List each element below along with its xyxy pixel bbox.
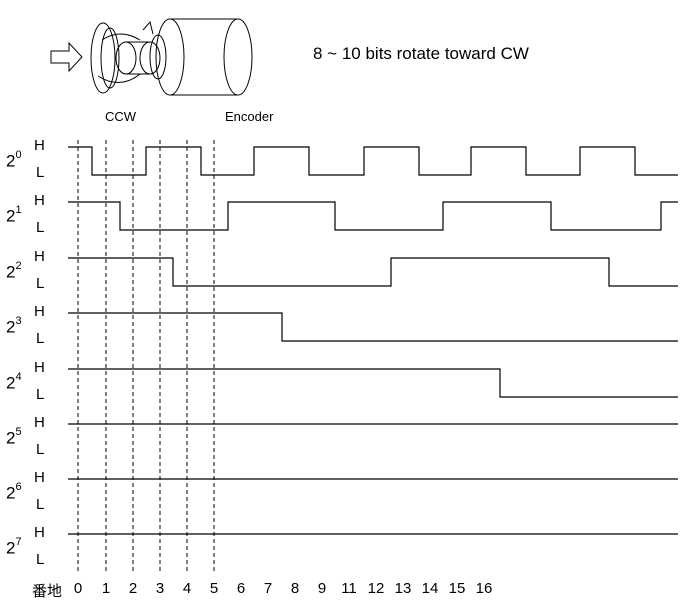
- address-number: 12: [367, 580, 385, 597]
- waveforms: [68, 146, 678, 535]
- level-low-label: L: [36, 164, 45, 181]
- level-high-label: H: [34, 303, 45, 320]
- bit-waveform: [68, 146, 678, 176]
- ccw-label: CCW: [105, 109, 137, 124]
- address-number: 11: [341, 580, 357, 597]
- address-number: 1: [101, 580, 111, 597]
- bit-waveform: [68, 368, 678, 398]
- address-guides: [77, 140, 215, 572]
- encoder-illustration: [50, 18, 253, 96]
- level-low-label: L: [36, 441, 45, 458]
- level-high-label: H: [34, 248, 45, 265]
- bit-weight-label: 25: [6, 426, 22, 448]
- bit-waveform: [68, 201, 678, 231]
- bit-weight-label: 27: [6, 536, 22, 558]
- bit-weight-label: 21: [6, 204, 22, 226]
- level-low-label: L: [36, 551, 45, 568]
- address-number: 8: [290, 580, 300, 597]
- bit-weight-label: 24: [6, 371, 22, 393]
- rotation-caption: 8 ~ 10 bits rotate toward CW: [313, 44, 529, 63]
- level-high-label: H: [34, 359, 45, 376]
- level-high-label: H: [34, 414, 45, 431]
- bit-waveform: [68, 257, 678, 287]
- address-number: 5: [209, 580, 219, 597]
- level-low-label: L: [36, 386, 45, 403]
- address-number: 9: [317, 580, 327, 597]
- address-number: 2: [128, 580, 138, 597]
- level-low-label: L: [36, 496, 45, 513]
- address-number: 14: [421, 580, 439, 597]
- address-number: 3: [155, 580, 165, 597]
- level-low-label: L: [36, 330, 45, 347]
- bit-weight-label: 22: [6, 260, 22, 282]
- address-number: 15: [448, 580, 466, 597]
- bit-weight-label: 23: [6, 315, 22, 337]
- address-number: 0: [73, 580, 83, 597]
- bit-weight-label: 26: [6, 481, 22, 503]
- level-high-label: H: [34, 137, 45, 154]
- bit-weight-label: 20: [6, 149, 22, 171]
- address-number: 6: [236, 580, 246, 597]
- ccw-rotation-icon: [90, 22, 116, 94]
- level-low-label: L: [36, 275, 45, 292]
- level-high-label: H: [34, 469, 45, 486]
- encoder-label: Encoder: [225, 109, 274, 124]
- address-title: 番地: [32, 583, 63, 600]
- address-number: 4: [182, 580, 192, 597]
- address-number: 7: [263, 580, 273, 597]
- level-high-label: H: [34, 192, 45, 209]
- level-low-label: L: [36, 219, 45, 236]
- address-number: 13: [394, 580, 412, 597]
- address-number: 16: [475, 580, 493, 597]
- input-arrow-icon: [50, 41, 83, 73]
- bit-waveform: [68, 312, 678, 342]
- level-high-label: H: [34, 524, 45, 541]
